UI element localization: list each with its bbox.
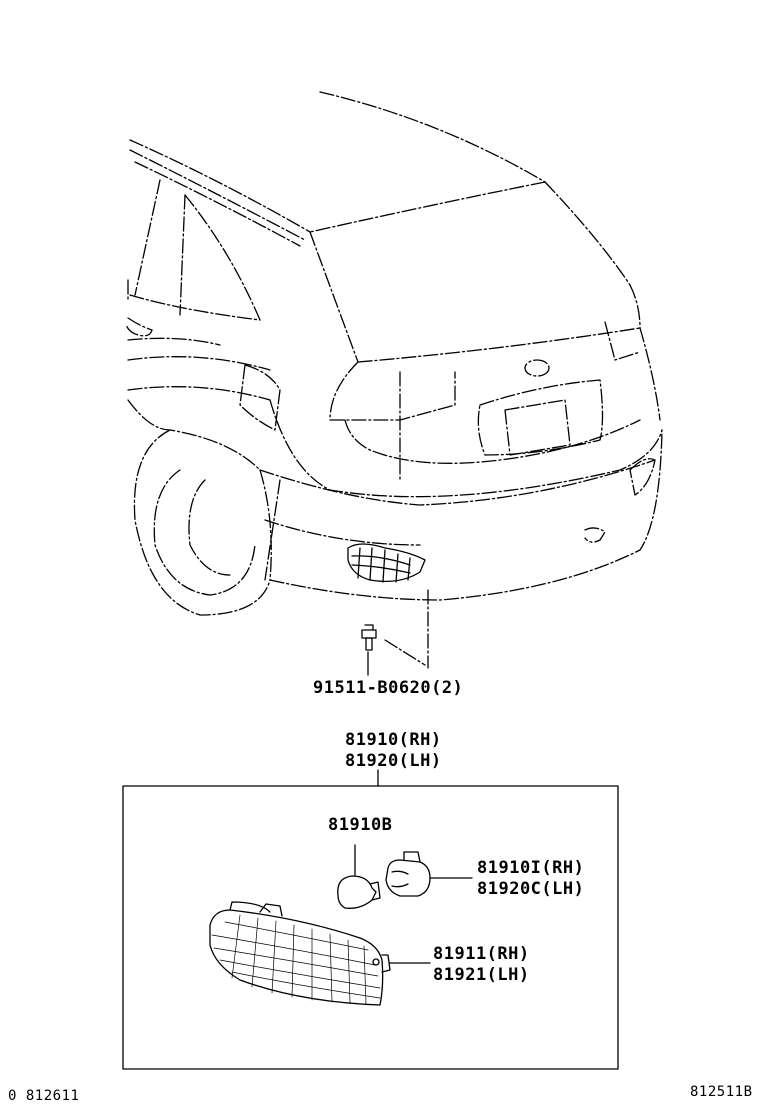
lens-icon	[209, 901, 431, 1006]
socket-icon	[385, 851, 473, 897]
bolt-icon	[361, 624, 377, 676]
vehicle-outline	[125, 91, 663, 669]
exploded-view-box	[122, 785, 619, 1070]
bulb-part-number: 81910B	[328, 815, 393, 835]
socket-rh-part-number: 81910I(RH)	[477, 858, 585, 878]
bolt-part-number: 91511-B0620(2)	[313, 678, 464, 698]
socket-lh-part-number: 81920C(LH)	[477, 879, 585, 899]
assembly-lh-part-number: 81920(LH)	[345, 751, 442, 771]
lens-rh-part-number: 81911(RH)	[433, 944, 530, 964]
bulb-icon	[337, 844, 381, 909]
footer-left-code: 0 812611	[8, 1088, 80, 1104]
assembly-rh-part-number: 81910(RH)	[345, 730, 442, 750]
side-marker-lamp-installed	[347, 543, 426, 583]
footer-right-code: 812511B	[690, 1084, 753, 1100]
lens-lh-part-number: 81921(LH)	[433, 965, 530, 985]
